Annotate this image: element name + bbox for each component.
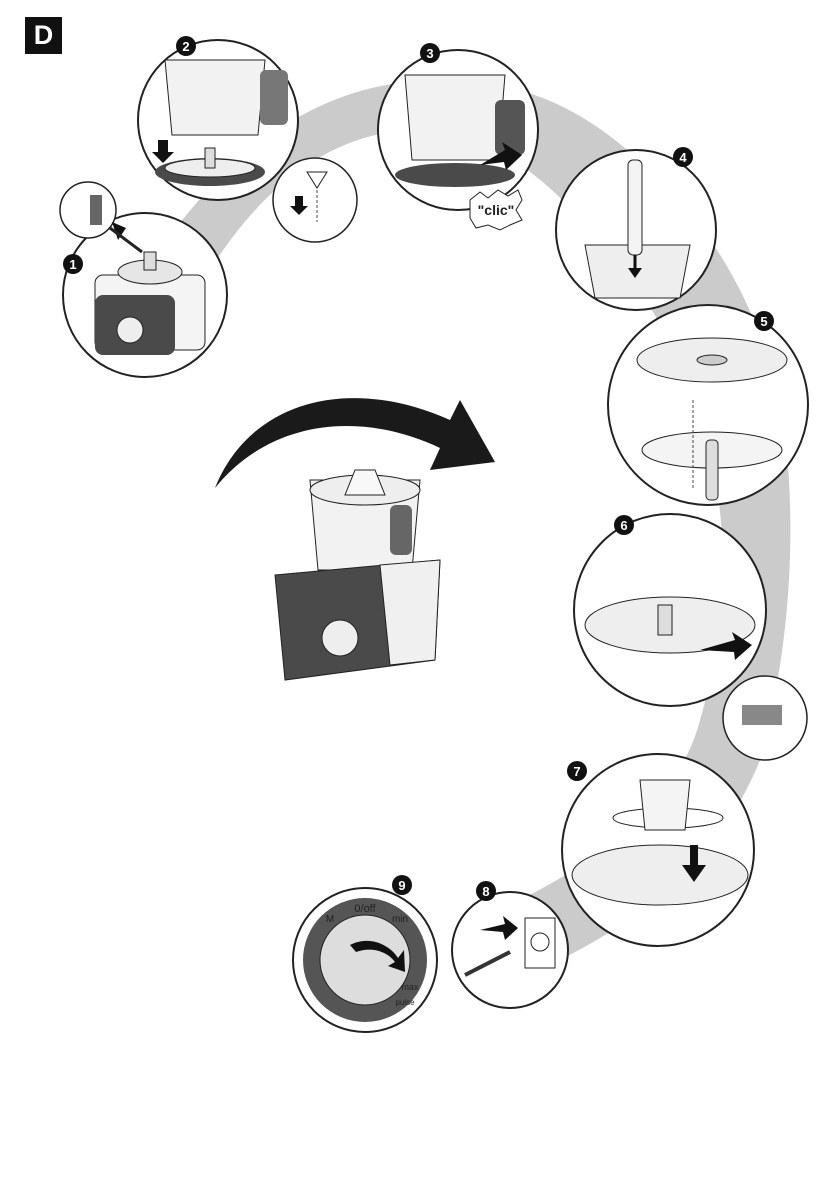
step-3-number: 3 bbox=[420, 43, 440, 63]
svg-text:1: 1 bbox=[69, 257, 76, 272]
step-2-number: 2 bbox=[176, 36, 196, 56]
svg-text:2: 2 bbox=[182, 39, 189, 54]
step-6-number: 6 bbox=[614, 515, 634, 535]
svg-text:5: 5 bbox=[760, 314, 767, 329]
svg-text:4: 4 bbox=[679, 150, 687, 165]
assembled-appliance bbox=[275, 470, 440, 680]
step-4-image bbox=[556, 150, 716, 310]
svg-text:3: 3 bbox=[426, 46, 433, 61]
svg-text:pulse: pulse bbox=[395, 998, 415, 1007]
step-5-image bbox=[608, 305, 808, 505]
svg-text:9: 9 bbox=[398, 878, 405, 893]
svg-text:M: M bbox=[326, 914, 334, 925]
step-1-number: 1 bbox=[63, 254, 83, 274]
step-7-number: 7 bbox=[567, 761, 587, 781]
svg-text:max: max bbox=[401, 982, 419, 992]
step-5-number: 5 bbox=[754, 311, 774, 331]
step-8-number: 8 bbox=[476, 881, 496, 901]
step-3-image: "clic" bbox=[378, 50, 538, 230]
step-9-image: 0/off min M max pulse bbox=[293, 888, 437, 1032]
step-4-number: 4 bbox=[673, 147, 693, 167]
step-7-image bbox=[562, 754, 754, 946]
svg-text:"clic": "clic" bbox=[478, 202, 515, 218]
svg-text:0/off: 0/off bbox=[354, 903, 376, 915]
svg-text:min: min bbox=[392, 914, 408, 925]
svg-text:6: 6 bbox=[620, 518, 627, 533]
step-9-number: 9 bbox=[392, 875, 412, 895]
svg-text:7: 7 bbox=[573, 764, 580, 779]
svg-text:8: 8 bbox=[482, 884, 489, 899]
step-8-image bbox=[452, 892, 568, 1008]
